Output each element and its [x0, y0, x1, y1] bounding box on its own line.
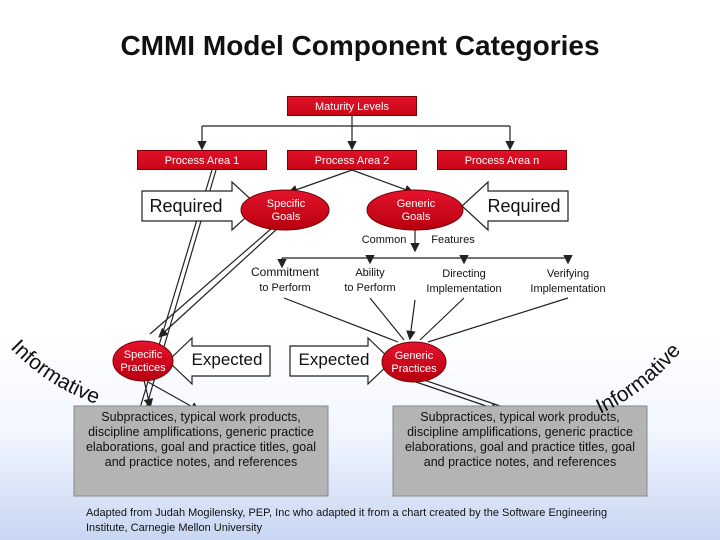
expected-right-arrow	[289, 336, 393, 386]
expected-left-arrow	[167, 336, 271, 386]
maturity-levels-box: Maturity Levels	[287, 96, 417, 116]
feature-commitment-line1: Commitment	[250, 265, 319, 279]
features-label: Features	[431, 234, 475, 246]
expected-right-label: Expected	[298, 350, 370, 369]
required-right-arrow	[461, 180, 569, 232]
info-box-left-text: Subpractices, typical work products, dis…	[85, 410, 316, 469]
feature-directing: Directing Implementation	[418, 268, 510, 296]
source-credit: Adapted from Judah Mogilensky, PEP, Inc …	[86, 507, 608, 534]
feature-commitment: Commitment to Perform	[244, 266, 326, 295]
feature-verifying: Verifying Implementation	[522, 268, 614, 296]
generic-goals-label: Generic Goals	[396, 198, 436, 223]
process-area-2-box: Process Area 2	[287, 150, 417, 170]
generic-goals-oval	[366, 189, 464, 231]
feature-ability-line1: Ability	[355, 267, 385, 279]
generic-practices-label: Generic Practices	[391, 350, 437, 375]
process-area-1-box: Process Area 1	[137, 150, 267, 170]
info-box-left-bg	[73, 405, 329, 497]
required-right-label: Required	[487, 196, 561, 216]
page-title: CMMI Model Component Categories	[120, 30, 600, 61]
feature-verifying-line2: Implementation	[530, 283, 606, 295]
specific-goals-label: Specific Goals	[266, 198, 306, 223]
specific-practices-oval	[112, 340, 174, 382]
specific-practices-label: Specific Practices	[120, 349, 166, 374]
required-left-label: Required	[149, 196, 223, 216]
generic-practices-oval	[381, 341, 447, 383]
feature-ability: Ability to Perform	[334, 267, 406, 295]
info-box-right-text: Subpractices, typical work products, dis…	[404, 410, 635, 469]
common-label: Common	[361, 234, 407, 246]
feature-commitment-line2: to Perform	[259, 282, 311, 294]
specific-goals-oval	[240, 189, 330, 231]
info-box-right-bg	[392, 405, 648, 497]
expected-left-label: Expected	[191, 350, 263, 369]
feature-directing-line1: Directing	[442, 268, 486, 280]
feature-ability-line2: to Perform	[344, 282, 396, 294]
process-area-n-box: Process Area n	[437, 150, 567, 170]
feature-directing-line2: Implementation	[426, 283, 502, 295]
feature-verifying-line1: Verifying	[546, 268, 590, 280]
